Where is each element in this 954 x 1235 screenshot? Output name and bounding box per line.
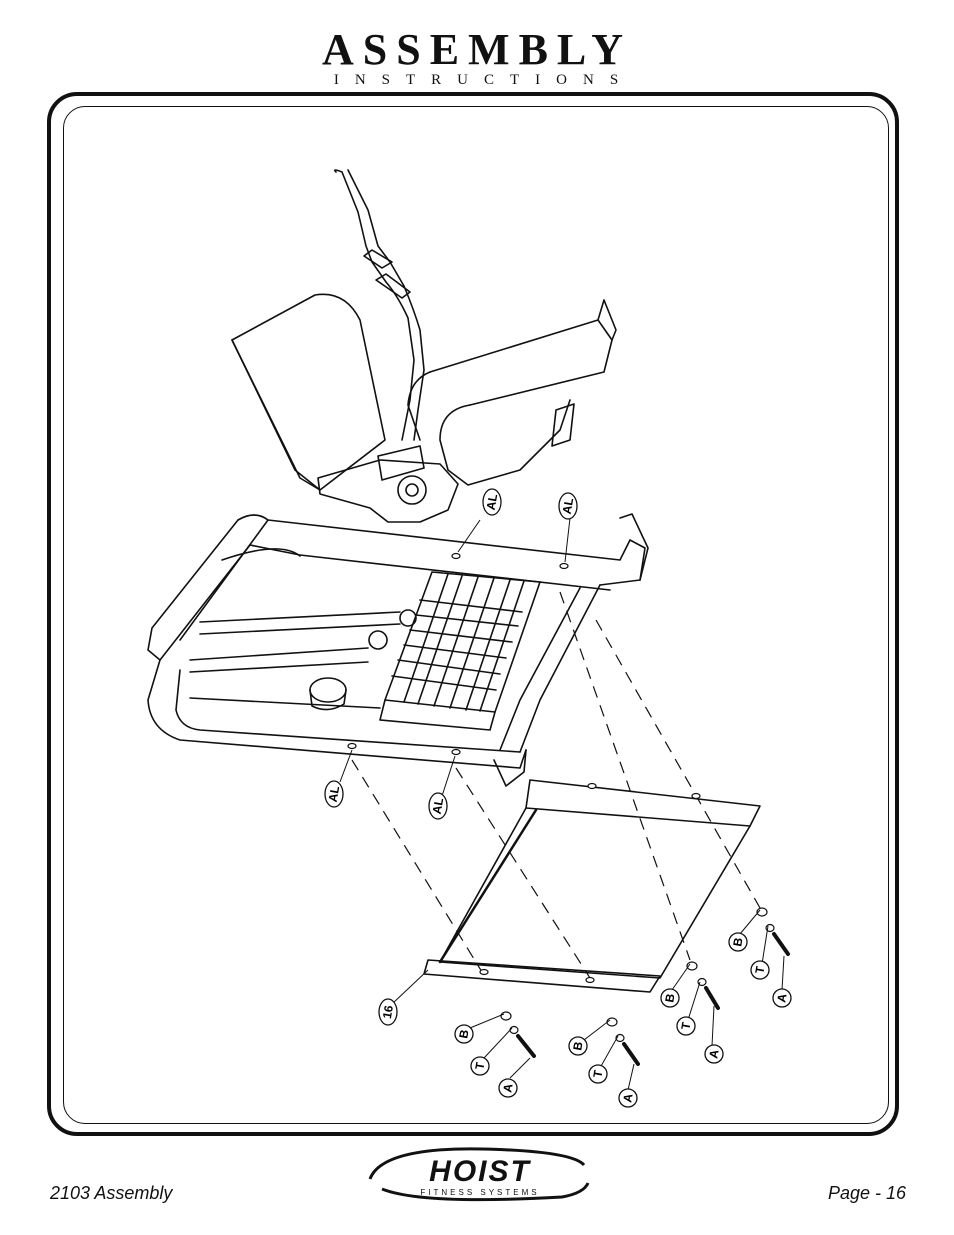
callout-a-3: A [704, 1044, 724, 1064]
callout-al-2: AL [558, 492, 578, 520]
svg-text:FITNESS SYSTEMS: FITNESS SYSTEMS [420, 1188, 539, 1197]
svg-text:AL: AL [430, 797, 447, 815]
callout-b-4: B [728, 932, 748, 952]
callout-b-1: B [454, 1024, 474, 1044]
footer-page-number: Page - 16 [827, 1183, 906, 1203]
callout-part-16: 16 [378, 998, 398, 1026]
diagram-frame-outer [47, 92, 899, 1136]
callout-t-1: T [470, 1056, 490, 1076]
svg-text:T: T [752, 965, 767, 975]
page-header: ASSEMBLY INSTRUCTIONS [0, 28, 954, 89]
back-pad [231, 293, 386, 491]
svg-text:B: B [570, 1040, 585, 1051]
svg-text:AL: AL [484, 493, 501, 511]
callout-t-2: T [588, 1064, 608, 1084]
callout-b-3: B [660, 988, 680, 1008]
callout-al-1: AL [482, 488, 502, 516]
callout-a-4: A [772, 988, 792, 1008]
callout-al-3: AL [324, 780, 344, 808]
svg-text:T: T [472, 1061, 487, 1071]
svg-text:A: A [500, 1082, 515, 1093]
svg-text:T: T [678, 1021, 693, 1031]
svg-text:A: A [774, 992, 789, 1003]
svg-text:B: B [456, 1028, 471, 1039]
callout-a-2: A [618, 1088, 638, 1108]
callout-a-1: A [498, 1078, 518, 1098]
page-subtitle: INSTRUCTIONS [333, 72, 635, 88]
svg-text:A: A [620, 1092, 635, 1103]
callout-t-3: T [676, 1016, 696, 1036]
svg-text:A: A [706, 1048, 721, 1059]
svg-text:AL: AL [326, 785, 343, 803]
page-title: ASSEMBLY [321, 25, 633, 74]
svg-text:B: B [662, 992, 677, 1003]
callout-t-4: T [750, 960, 770, 980]
hoist-logo: HOIST FITNESS SYSTEMS [368, 1147, 590, 1202]
svg-text:T: T [590, 1069, 605, 1079]
svg-text:AL: AL [560, 497, 577, 515]
callout-b-2: B [568, 1036, 588, 1056]
svg-text:B: B [730, 936, 745, 947]
svg-text:16: 16 [380, 1004, 396, 1020]
svg-text:HOIST: HOIST [429, 1155, 531, 1188]
diagram-frame-inner [63, 106, 889, 1124]
footer-document-title: 2103 Assembly [50, 1183, 173, 1203]
callout-al-4: AL [428, 792, 448, 820]
